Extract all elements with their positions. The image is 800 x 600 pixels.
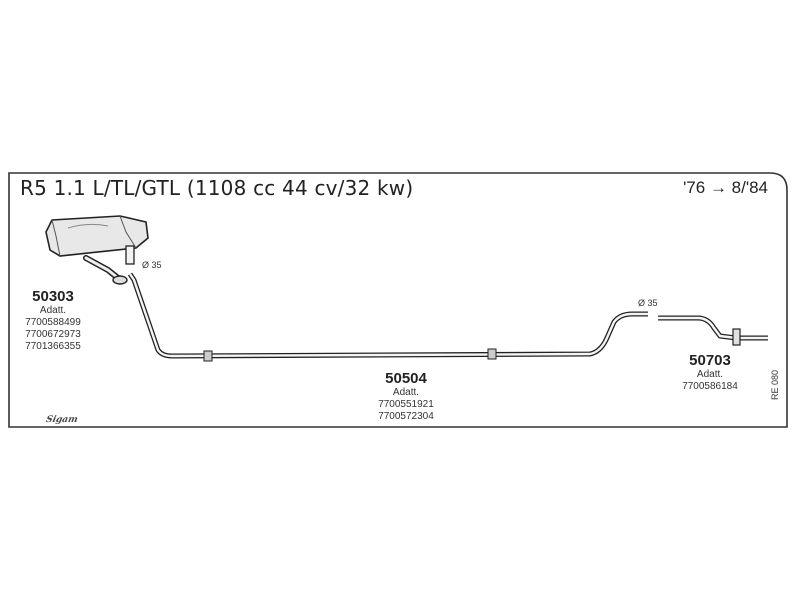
part-ref: 7700551921 (378, 399, 434, 410)
part-code: 50703 (689, 352, 731, 369)
part-50504: 50504 Adatt. 7700551921 7700572304 (368, 370, 444, 423)
part-ref: 7700672973 (25, 329, 81, 340)
exhaust-diagram-sheet: R5 1.1 L/TL/GTL (1108 cc 44 cv/32 kw) '7… (8, 172, 788, 428)
part-label: Adatt. (696, 369, 724, 380)
middle-pipe-drawing (127, 272, 648, 362)
part-label: Adatt. (39, 305, 67, 316)
sheet-frame (8, 172, 788, 428)
part-50703: 50703 Adatt. 7700586184 (672, 352, 748, 393)
catalog-code: RE 080 (770, 369, 780, 400)
vehicle-title: R5 1.1 L/TL/GTL (1108 cc 44 cv/32 kw) (20, 176, 414, 200)
front-silencer-drawing (45, 215, 149, 285)
part-ref: 7700588499 (25, 317, 81, 328)
part-code: 50504 (385, 370, 427, 387)
diameter-label-front: Ø 35 (142, 260, 162, 270)
model-years: '76 → 8/'84 (683, 178, 768, 197)
part-label: Adatt. (392, 387, 420, 398)
part-ref: 7700586184 (682, 381, 738, 392)
part-code: 50303 (32, 288, 74, 305)
part-ref: 7700572304 (378, 411, 434, 422)
brand-logo: Sigam (44, 415, 79, 425)
diameter-label-rear: Ø 35 (638, 298, 658, 308)
part-50303: 50303 Adatt. 7700588499 7700672973 77013… (16, 288, 90, 353)
part-ref: 7701366355 (25, 341, 81, 352)
tail-pipe-drawing (658, 315, 768, 346)
diagram-drawing (8, 172, 788, 428)
